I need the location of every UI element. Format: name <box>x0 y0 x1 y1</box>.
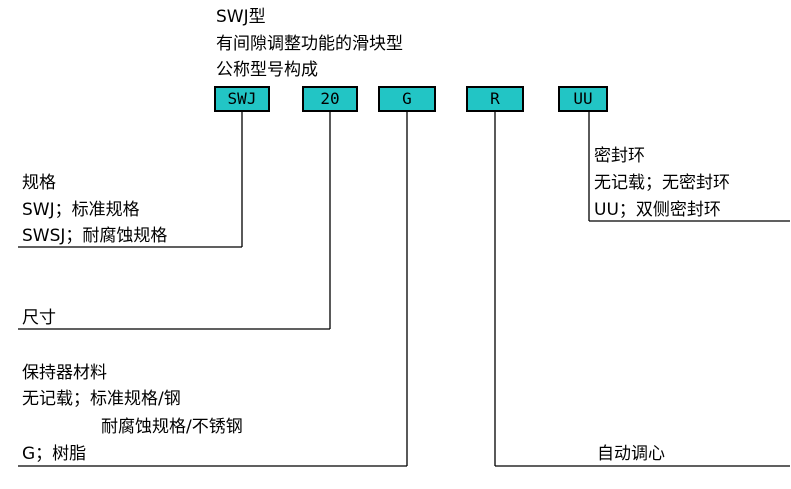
seal-none: 无记载；无密封环 <box>594 173 730 193</box>
code-box-spec: SWJ <box>214 86 270 112</box>
retainer-title: 保持器材料 <box>22 363 107 383</box>
model-series-label: SWJ型 <box>216 7 266 27</box>
spec-title: 规格 <box>22 173 56 193</box>
retainer-standard: 无记载；标准规格/钢 <box>22 389 181 409</box>
code-box-size: 20 <box>302 86 358 112</box>
code-box-retainer: G <box>378 86 436 112</box>
alignment-title: 自动调心 <box>597 444 665 464</box>
code-box-alignment: R <box>466 86 524 112</box>
retainer-resin: G；树脂 <box>22 444 87 464</box>
retainer-stainless: 耐腐蚀规格/不锈钢 <box>101 417 243 437</box>
model-description: 有间隙调整功能的滑块型 <box>216 34 403 54</box>
seal-double: UU；双侧密封环 <box>594 200 721 220</box>
code-box-seal: UU <box>558 86 608 112</box>
spec-standard: SWJ；标准规格 <box>22 200 140 220</box>
spec-corrosion-resistant: SWSJ；耐腐蚀规格 <box>22 226 168 246</box>
seal-title: 密封环 <box>594 146 645 166</box>
size-title: 尺寸 <box>22 308 56 328</box>
diagram-title: 公称型号构成 <box>216 60 318 80</box>
